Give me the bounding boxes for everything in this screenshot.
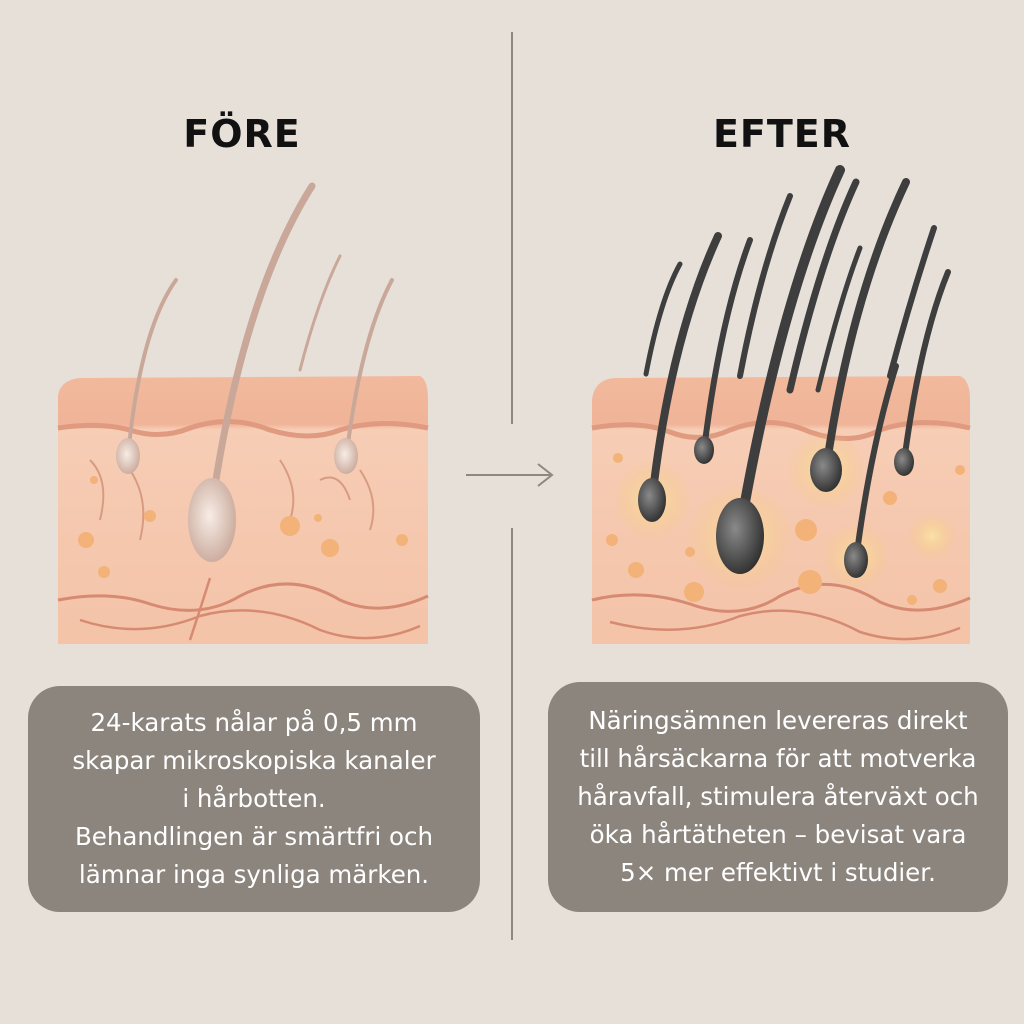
blood-vessel <box>591 582 971 613</box>
caption-line: Näringsämnen levereras direkt <box>588 706 968 735</box>
before-heading: FÖRE <box>183 112 301 156</box>
blood-vessel <box>57 582 429 612</box>
nutrient-dots <box>78 476 408 578</box>
blood-vessel <box>188 577 212 641</box>
after-heading: EFTER <box>712 112 852 156</box>
hair-bulb <box>334 438 358 474</box>
hair-bulb <box>188 478 236 562</box>
caption-line: 24-karats nålar på 0,5 mm <box>90 708 418 737</box>
caption-line: i hårbotten. <box>182 784 326 813</box>
hair-bulb <box>116 438 140 474</box>
caption-line: lämnar inga synliga märken. <box>78 860 430 889</box>
blood-vessel <box>609 609 961 641</box>
caption-line: 5× mer effektivt i studier. <box>620 858 936 887</box>
after-caption: Näringsämnen levereras direkt till hårsä… <box>548 682 1008 912</box>
capillaries <box>89 459 375 541</box>
before-caption: 24-karats nålar på 0,5 mm skapar mikrosk… <box>28 686 480 912</box>
thick-hairs <box>643 165 951 563</box>
caption-line: till hårsäckarna för att motverka <box>579 744 977 773</box>
nutrient-dots <box>606 453 965 605</box>
caption-line: Behandlingen är smärtfri och <box>74 822 434 851</box>
skin-block <box>58 376 428 644</box>
before-skin-illustration <box>57 182 429 644</box>
caption-line: skapar mikroskopiska kanaler <box>72 746 436 775</box>
caption-line: öka hårtätheten – bevisat vara <box>589 820 967 849</box>
arrow-right-icon <box>466 463 554 487</box>
center-divider-bottom <box>511 528 513 940</box>
caption-line: håravfall, stimulera återväxt och <box>577 782 979 811</box>
epidermis-line <box>57 419 429 439</box>
center-divider-top <box>511 32 513 424</box>
hair-bulbs <box>638 436 914 578</box>
blood-vessel <box>79 609 421 640</box>
thin-hairs <box>126 182 394 524</box>
after-skin-illustration <box>591 165 971 644</box>
